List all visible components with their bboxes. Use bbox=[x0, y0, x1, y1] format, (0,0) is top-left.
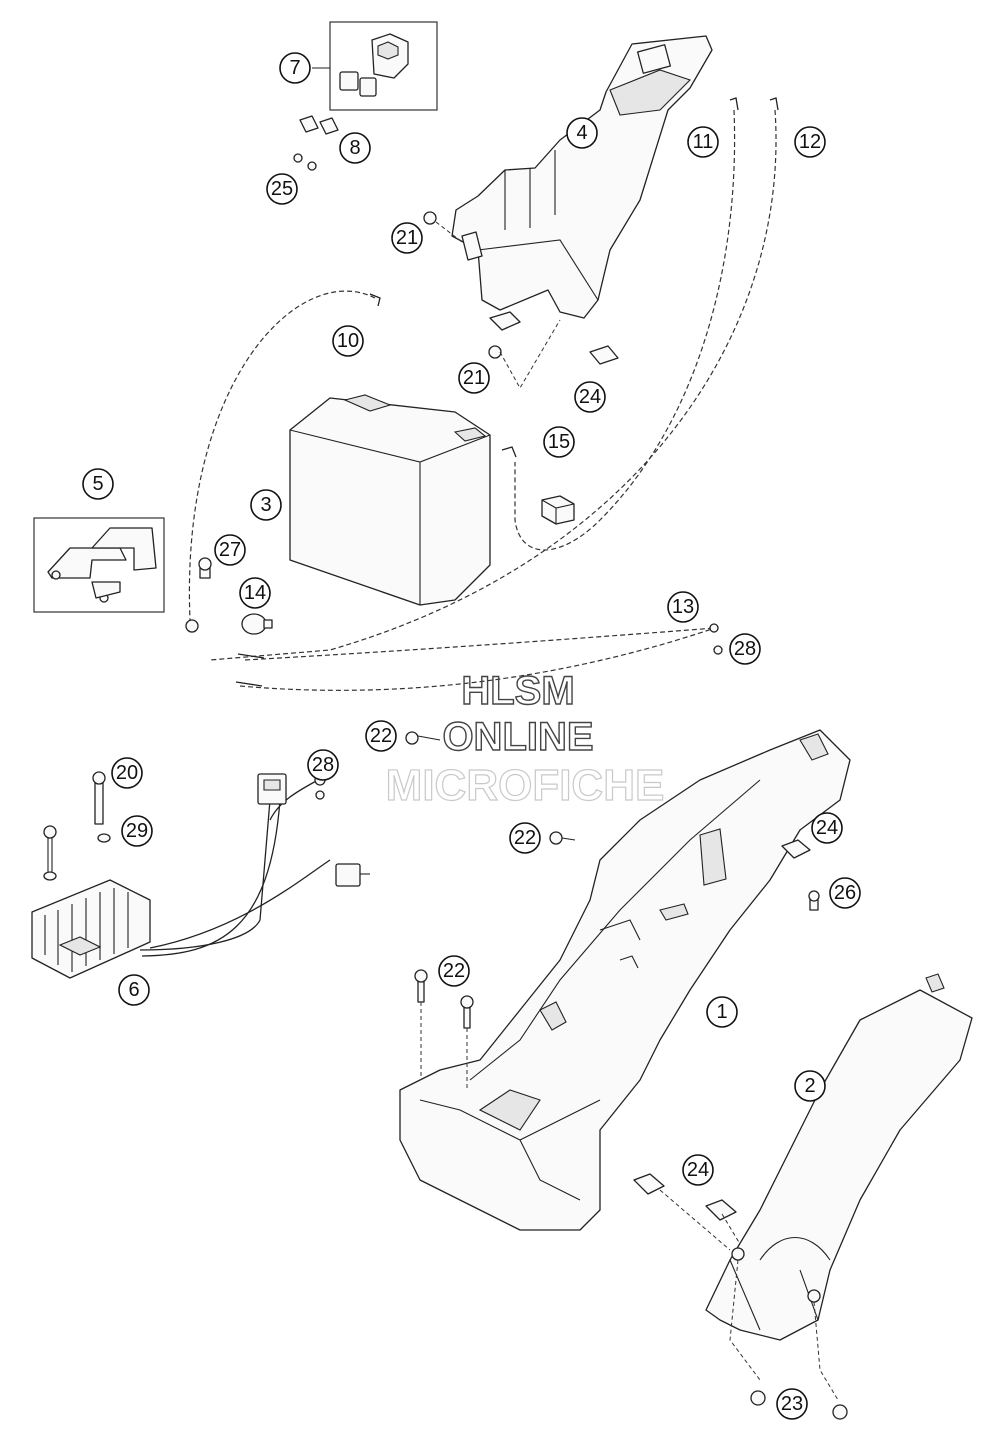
part-22-screw-1 bbox=[405, 731, 441, 745]
svg-text:28: 28 bbox=[312, 754, 334, 776]
watermark-line3: MICROFICHE bbox=[386, 761, 665, 810]
part-22-screw-2 bbox=[549, 831, 576, 845]
callout-4: 4 bbox=[566, 117, 598, 149]
callout-24-lower: 24 bbox=[682, 1154, 714, 1186]
part-28-washer-lower bbox=[315, 790, 325, 800]
svg-text:12: 12 bbox=[799, 131, 821, 153]
svg-text:14: 14 bbox=[244, 582, 266, 604]
part-8-fuse-caps bbox=[299, 115, 339, 135]
svg-text:1: 1 bbox=[716, 1001, 727, 1023]
svg-text:21: 21 bbox=[396, 227, 418, 249]
part-24-nut-upper bbox=[489, 311, 619, 365]
svg-text:15: 15 bbox=[548, 431, 570, 453]
svg-text:22: 22 bbox=[370, 725, 392, 747]
part-5-straps bbox=[33, 517, 165, 613]
callout-26: 26 bbox=[829, 877, 861, 909]
callout-22-top: 22 bbox=[365, 720, 397, 752]
svg-text:6: 6 bbox=[128, 979, 139, 1001]
part-22-screw-3 bbox=[414, 969, 428, 1080]
callout-28-upper: 28 bbox=[729, 633, 761, 665]
callout-6: 6 bbox=[118, 974, 150, 1006]
part-1-battery-case bbox=[399, 729, 851, 1231]
svg-text:26: 26 bbox=[834, 882, 856, 904]
wire-11 bbox=[514, 97, 739, 551]
watermark-line2: ONLINE bbox=[442, 715, 593, 759]
callout-21-upper: 21 bbox=[391, 222, 423, 254]
svg-text:2: 2 bbox=[804, 1075, 815, 1097]
callout-23: 23 bbox=[776, 1388, 808, 1420]
svg-text:20: 20 bbox=[116, 762, 138, 784]
svg-text:4: 4 bbox=[576, 122, 587, 144]
callout-13: 13 bbox=[667, 591, 699, 623]
wire-12 bbox=[209, 97, 779, 661]
svg-text:3: 3 bbox=[260, 494, 271, 516]
svg-text:13: 13 bbox=[672, 596, 694, 618]
svg-text:22: 22 bbox=[443, 960, 465, 982]
svg-text:8: 8 bbox=[349, 137, 360, 159]
callout-3: 3 bbox=[250, 489, 282, 521]
callout-25: 25 bbox=[266, 173, 298, 205]
svg-text:24: 24 bbox=[687, 1159, 709, 1181]
part-28-washer-upper bbox=[713, 645, 723, 655]
part-15-clip bbox=[501, 446, 517, 458]
part-15-rubber-block bbox=[541, 495, 575, 525]
svg-text:11: 11 bbox=[693, 131, 714, 153]
svg-text:5: 5 bbox=[92, 473, 103, 495]
svg-text:23: 23 bbox=[781, 1393, 803, 1415]
svg-text:24: 24 bbox=[579, 386, 601, 408]
callout-5: 5 bbox=[82, 468, 114, 500]
callout-15: 15 bbox=[543, 426, 575, 458]
part-6-regulator bbox=[31, 773, 370, 979]
part-26-screw bbox=[808, 890, 820, 911]
callout-20: 20 bbox=[111, 757, 143, 789]
part-2-cover bbox=[705, 973, 973, 1401]
part-20-bolt bbox=[43, 771, 106, 880]
callout-10: 10 bbox=[332, 325, 364, 357]
callout-28-lower: 28 bbox=[307, 749, 339, 781]
callout-1: 1 bbox=[706, 996, 738, 1028]
svg-text:25: 25 bbox=[271, 178, 293, 200]
cable-13 bbox=[235, 623, 719, 691]
svg-text:28: 28 bbox=[734, 638, 756, 660]
svg-text:21: 21 bbox=[463, 367, 485, 389]
callout-21-lower: 21 bbox=[458, 362, 490, 394]
callout-29: 29 bbox=[121, 815, 153, 847]
part-22-screw-4 bbox=[460, 995, 474, 1090]
callout-12: 12 bbox=[794, 126, 826, 158]
svg-text:22: 22 bbox=[514, 827, 536, 849]
part-24-clip-right bbox=[781, 839, 811, 859]
svg-text:10: 10 bbox=[337, 330, 359, 352]
svg-text:24: 24 bbox=[816, 817, 838, 839]
part-14-fuse bbox=[241, 613, 273, 635]
part-23-screws bbox=[750, 1390, 848, 1420]
callout-11: 11 bbox=[687, 126, 719, 158]
svg-text:7: 7 bbox=[289, 57, 300, 79]
part-25-screws bbox=[293, 153, 317, 171]
svg-text:27: 27 bbox=[219, 539, 241, 561]
callout-7: 7 bbox=[279, 52, 311, 84]
part-21-bolt-lower bbox=[488, 319, 561, 390]
part-24-clips-lower bbox=[633, 1173, 741, 1251]
part-27-screw bbox=[198, 557, 212, 579]
callout-14: 14 bbox=[239, 577, 271, 609]
callout-24-right: 24 bbox=[811, 812, 843, 844]
watermark-line1: HLSM bbox=[461, 669, 574, 713]
part-29-washer bbox=[43, 833, 111, 881]
callout-27: 27 bbox=[214, 534, 246, 566]
part-3-battery bbox=[289, 394, 491, 606]
callout-24-upper: 24 bbox=[574, 381, 606, 413]
callout-22-lower: 22 bbox=[438, 955, 470, 987]
part-4-bracket bbox=[451, 35, 713, 319]
callout-2: 2 bbox=[794, 1070, 826, 1102]
wire-10 bbox=[185, 290, 381, 633]
callout-22-middle: 22 bbox=[509, 822, 541, 854]
callout-8: 8 bbox=[339, 132, 371, 164]
part-21-bolt-upper bbox=[423, 211, 463, 243]
svg-text:29: 29 bbox=[126, 820, 148, 842]
part-7-relay bbox=[329, 21, 438, 111]
